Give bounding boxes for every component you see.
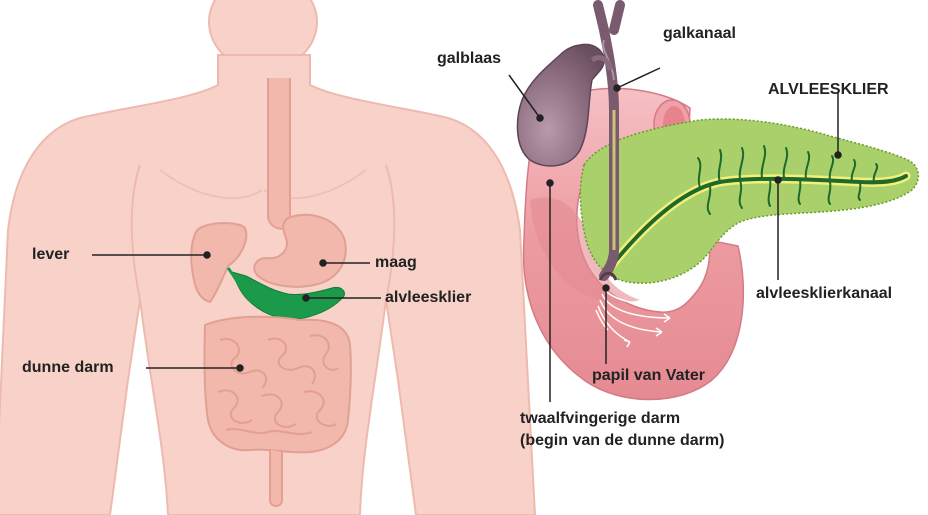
label-liver: lever xyxy=(32,245,69,265)
label-papilla: papil van Vater xyxy=(592,366,705,386)
label-small-intestine: dunne darm xyxy=(22,358,114,378)
label-duodenum-line1: twaalfvingerige darm xyxy=(520,408,680,430)
label-bile-duct: galkanaal xyxy=(663,24,736,44)
label-duodenum-line2: (begin van de dunne darm) xyxy=(520,430,724,452)
label-stomach: maag xyxy=(375,253,417,273)
label-gallbladder: galblaas xyxy=(437,49,501,69)
label-pancreas-left: alvleesklier xyxy=(385,288,471,308)
pancreas-organ xyxy=(580,119,918,283)
label-pancreas-caps: ALVLEESKLIER xyxy=(768,80,889,100)
esophagus xyxy=(268,78,290,229)
label-pancreatic-duct: alvleesklierkanaal xyxy=(756,284,892,304)
